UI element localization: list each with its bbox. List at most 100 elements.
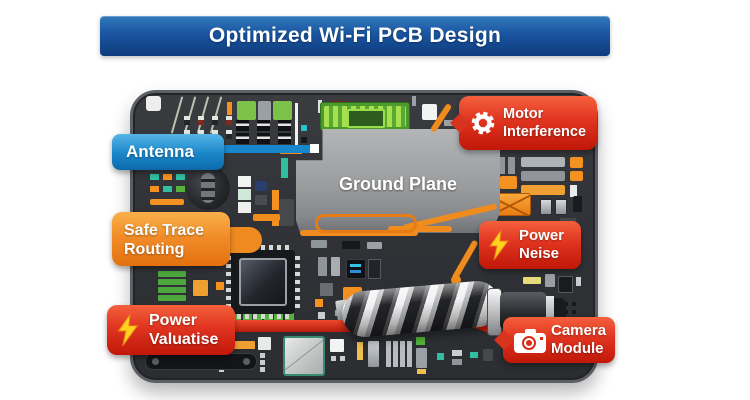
pcb-component — [368, 341, 379, 367]
pcb-component — [573, 196, 582, 212]
main-chip — [226, 245, 300, 319]
pcb-component — [273, 101, 292, 120]
pcb-component — [416, 337, 425, 345]
pcb-component — [422, 104, 437, 120]
pcb-component — [540, 199, 552, 215]
pcb-component — [521, 171, 565, 181]
motor-interference-line1: Motor — [503, 106, 544, 122]
pcb-component — [226, 130, 232, 139]
pcb-component — [301, 125, 307, 131]
pcb-component — [238, 189, 251, 200]
camera-icon — [513, 328, 547, 359]
pcb-component — [176, 186, 185, 192]
callout-motor-interference: Motor Interference — [459, 96, 597, 150]
pcb-component — [451, 275, 461, 285]
pcb-component — [320, 283, 333, 296]
pcb-component — [412, 96, 416, 106]
pcb-component — [452, 359, 462, 365]
green-connector — [320, 102, 410, 131]
pcb-component — [198, 116, 204, 125]
pcb-component — [232, 313, 241, 322]
pcb-component — [253, 214, 280, 221]
pcb-component — [258, 101, 271, 121]
pcb-component — [258, 337, 271, 350]
pcb-component — [236, 120, 249, 131]
camera-module-line1: Camera — [551, 322, 607, 339]
lightning-icon — [117, 312, 141, 351]
pcb-component — [220, 145, 314, 153]
pcb-component — [150, 199, 184, 205]
pcb-component — [331, 257, 340, 276]
pcb-component — [570, 185, 577, 197]
card-slot — [145, 353, 257, 370]
pcb-component — [255, 195, 267, 205]
pcb-component — [310, 144, 319, 153]
pcb-component — [386, 341, 391, 367]
pcb-component — [400, 341, 405, 367]
pcb-component — [272, 190, 279, 210]
pcb-component — [318, 312, 325, 319]
pcb-component — [483, 349, 493, 361]
pcb-component — [158, 295, 186, 301]
round-buzzer-component — [186, 166, 230, 210]
pcb-component — [570, 171, 583, 181]
callout-camera-module: Camera Module — [503, 317, 615, 363]
pcb-component — [281, 158, 288, 178]
pcb-component — [233, 341, 255, 349]
chip-die — [239, 258, 287, 306]
pcb-component — [417, 369, 426, 374]
pcb-component — [227, 102, 232, 115]
pcb-component — [523, 277, 541, 284]
callout-power-valuatise: Power Valuatise — [107, 305, 235, 355]
page-title: Optimized Wi-Fi PCB Design — [208, 24, 502, 47]
pcb-component — [452, 350, 462, 356]
pcb-component — [564, 310, 568, 314]
pcb-component — [216, 282, 224, 290]
lightning-icon — [489, 228, 511, 265]
pcb-component — [238, 202, 251, 213]
cable-connector-band — [546, 296, 554, 326]
pcb-component — [521, 157, 565, 167]
pcb-component — [260, 367, 265, 372]
pcb-component — [150, 174, 159, 180]
gear-icon — [469, 109, 497, 142]
pcb-component — [437, 353, 444, 360]
chip-pins — [295, 256, 300, 308]
pcb-component — [255, 181, 267, 191]
pcb-component — [279, 199, 294, 226]
chip-pins — [226, 256, 231, 308]
safe-trace-line2: Routing — [124, 241, 185, 258]
pcb-component — [470, 352, 478, 358]
pcb-component — [301, 137, 307, 143]
power-valuatise-line1: Power — [149, 312, 198, 329]
pcb-component — [340, 356, 345, 361]
pcb-component — [150, 186, 159, 192]
pcb-component — [238, 176, 251, 187]
pcb-component — [572, 302, 576, 306]
pcb-component — [368, 259, 381, 279]
pcb-component — [236, 133, 249, 144]
pcb-component — [260, 353, 265, 358]
pcb-component — [158, 287, 186, 293]
pcb-component — [260, 360, 265, 365]
pcb-component — [176, 174, 185, 180]
pcb-component — [278, 133, 291, 144]
pcb-component — [158, 271, 186, 277]
pcb-component — [572, 310, 576, 314]
pcb-component — [500, 176, 517, 189]
callout-safe-trace-routing: Safe Trace Routing — [112, 212, 230, 266]
pcb-component — [315, 299, 323, 307]
callout-antenna: Antenna — [112, 134, 224, 170]
safe-trace-line1: Safe Trace — [124, 222, 205, 239]
pcb-component — [311, 240, 327, 248]
pcb-component — [388, 226, 452, 232]
pcb-component — [564, 302, 568, 306]
pcb-component — [508, 157, 515, 174]
motor-interference-line2: Interference — [503, 124, 587, 140]
pcb-component — [257, 120, 270, 131]
antenna-label: Antenna — [126, 142, 194, 161]
pcb-component — [300, 230, 418, 236]
pcb-component — [278, 120, 291, 131]
pcb-component — [257, 133, 270, 144]
pcb-component — [444, 120, 454, 126]
